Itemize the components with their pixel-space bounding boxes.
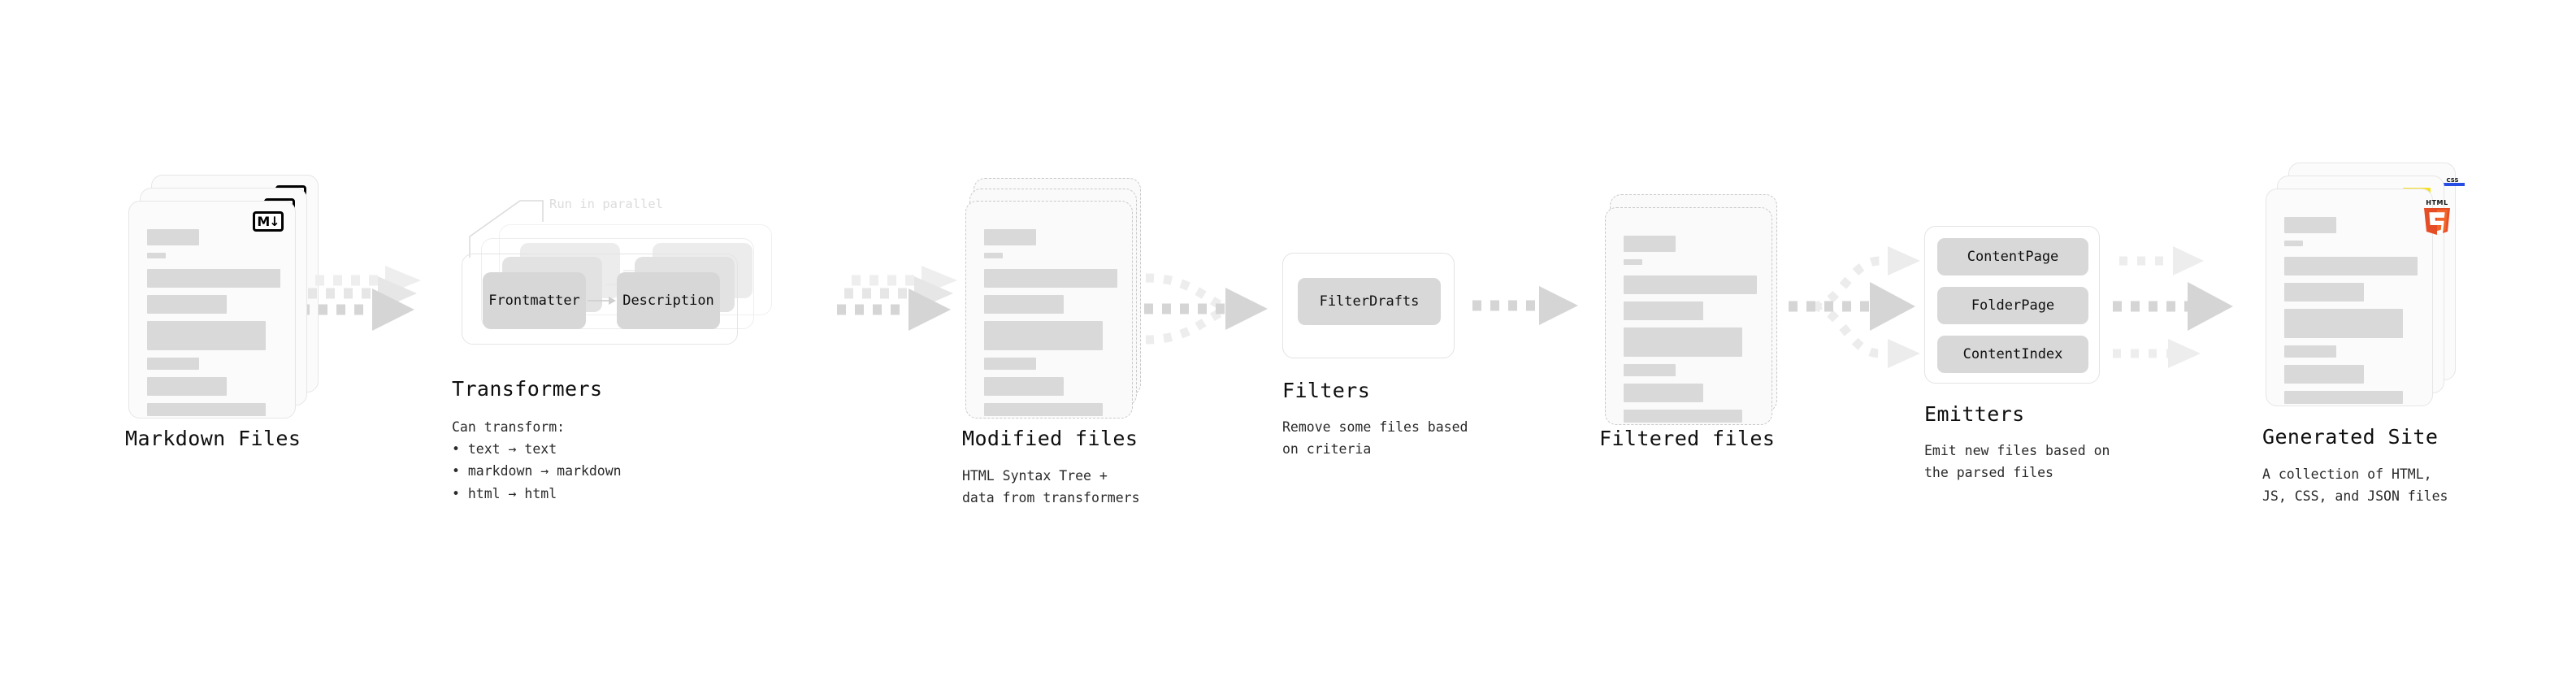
- skeleton-bar: [984, 253, 1003, 258]
- skeleton-bar: [984, 403, 1103, 416]
- emitter-pill-folderpage[interactable]: FolderPage: [1937, 287, 2088, 324]
- skeleton-bar: [1624, 364, 1676, 376]
- skeleton-lines: [2284, 217, 2418, 411]
- transformer-pill-description[interactable]: Description: [617, 272, 720, 329]
- skeleton-bar: [147, 253, 166, 258]
- filters-group-box: FilterDrafts: [1282, 253, 1455, 358]
- skeleton-bar: [984, 229, 1036, 245]
- skeleton-bar: [147, 403, 266, 416]
- filter-pill-label: FilterDrafts: [1319, 293, 1420, 310]
- emitter-pill-label: FolderPage: [1971, 297, 2055, 314]
- stage-title-filtered-files: Filtered files: [1599, 427, 1776, 450]
- skeleton-bar: [1624, 384, 1703, 402]
- skeleton-bar: [2284, 309, 2403, 338]
- skeleton-bar: [2284, 345, 2336, 358]
- skeleton-bar: [147, 295, 227, 314]
- filter-pill-filterdrafts[interactable]: FilterDrafts: [1298, 278, 1441, 325]
- transformer-panel-front: Frontmatter Description: [462, 254, 738, 345]
- stage-subtitle-emitters: Emit new files based on the parsed files: [1924, 443, 2110, 481]
- skeleton-bar: [147, 321, 266, 350]
- skeleton-bar: [1624, 259, 1642, 265]
- skeleton-lines: [1624, 236, 1757, 430]
- skeleton-bar: [2284, 217, 2336, 233]
- stage-subtitle-modified-files: HTML Syntax Tree + data from transformer…: [962, 468, 1140, 506]
- stage-subtitle-transformers: Can transform: • text → text • markdown …: [452, 419, 622, 501]
- transformer-arrow-icon: [588, 297, 616, 305]
- html5-icon-glyph: HTML: [2424, 199, 2450, 236]
- transformer-pill-label: Description: [622, 293, 714, 309]
- generated-site-card-html: HTML: [2266, 189, 2450, 406]
- emitters-group-box: ContentPage FolderPage ContentIndex: [1924, 226, 2100, 384]
- transformer-pill-frontmatter[interactable]: Frontmatter: [483, 272, 586, 329]
- skeleton-bar: [1624, 275, 1757, 294]
- skeleton-bar: [2284, 241, 2303, 246]
- skeleton-bar: [1624, 301, 1703, 320]
- skeleton-bar: [984, 358, 1036, 370]
- connector-modified-to-filters: [1144, 273, 1268, 345]
- connector-emitters-to-site: [2113, 246, 2233, 368]
- skeleton-bar: [2284, 391, 2403, 404]
- connector-filtered-to-emitters: [1789, 246, 1920, 368]
- skeleton-bar: [984, 377, 1064, 396]
- run-in-parallel-label: Run in parallel: [549, 197, 663, 211]
- stage-title-markdown-files: Markdown Files: [125, 427, 301, 450]
- markdown-icon: M↓: [253, 211, 284, 232]
- skeleton-bar: [147, 229, 199, 245]
- connector-filters-to-filtered: [1472, 286, 1578, 325]
- skeleton-bar: [984, 321, 1103, 350]
- stage-title-filters: Filters: [1282, 379, 1371, 402]
- emitter-pill-label: ContentIndex: [1962, 346, 2063, 362]
- skeleton-bar: [1624, 327, 1742, 357]
- transformer-pill-label: Frontmatter: [488, 293, 580, 309]
- skeleton-bar: [1624, 236, 1676, 252]
- skeleton-bar: [984, 295, 1064, 314]
- skeleton-lines: [147, 229, 280, 423]
- skeleton-bar: [147, 377, 227, 396]
- stage-title-modified-files: Modified files: [962, 427, 1138, 450]
- connector-markdown-to-transformers: [301, 266, 421, 331]
- markdown-file-card-front: M↓: [128, 201, 296, 419]
- skeleton-bar: [147, 269, 280, 288]
- stage-title-emitters: Emitters: [1924, 402, 2025, 426]
- emitter-pill-contentpage[interactable]: ContentPage: [1937, 238, 2088, 275]
- stage-title-generated-site: Generated Site: [2262, 425, 2439, 449]
- stage-subtitle-generated-site: A collection of HTML, JS, CSS, and JSON …: [2262, 466, 2448, 505]
- skeleton-lines: [984, 229, 1117, 423]
- emitter-pill-label: ContentPage: [1967, 249, 2059, 265]
- skeleton-bar: [147, 358, 199, 370]
- filtered-file-card-front: [1605, 207, 1772, 425]
- stage-subtitle-filters: Remove some files based on criteria: [1282, 419, 1468, 458]
- run-in-parallel-leader: [469, 200, 544, 258]
- stage-title-transformers: Transformers: [452, 377, 603, 401]
- skeleton-bar: [2284, 257, 2418, 275]
- skeleton-bar: [2284, 283, 2364, 301]
- connector-transformers-to-modified: [837, 266, 957, 331]
- markdown-icon-label: M↓: [257, 213, 280, 229]
- modified-file-card-front: [965, 201, 1133, 419]
- svg-text:HTML: HTML: [2426, 199, 2448, 206]
- skeleton-bar: [2284, 365, 2364, 384]
- css-icon-glyph: CSS: [2440, 177, 2465, 186]
- emitter-pill-contentindex[interactable]: ContentIndex: [1937, 336, 2088, 373]
- skeleton-bar: [984, 269, 1117, 288]
- svg-text:CSS: CSS: [2446, 177, 2458, 184]
- skeleton-bar: [1624, 410, 1742, 423]
